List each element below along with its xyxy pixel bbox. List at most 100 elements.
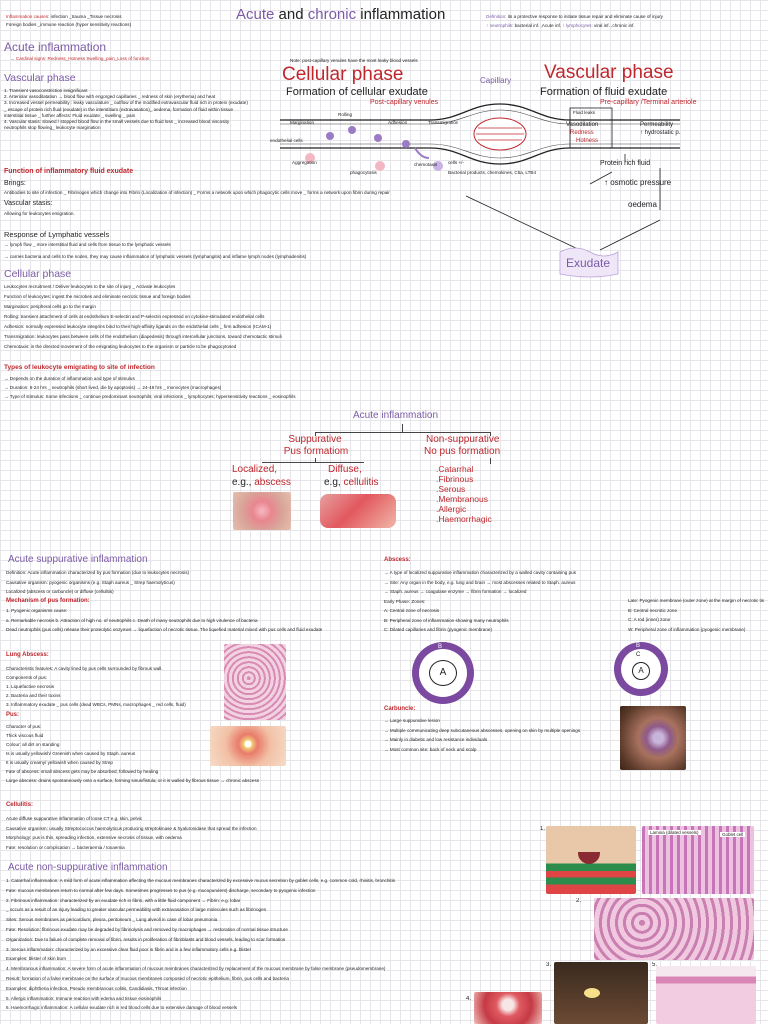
abscess-line: → Staph. aureus → coagulase enzyme → fib… xyxy=(384,589,527,594)
cellular-lines: Leukocytes recruitment / Deliver leukocy… xyxy=(4,282,704,352)
pus-mechanism-heading: Mechanism of pus formation: xyxy=(6,597,90,604)
lung-abscess-heading: Lung Abscess: xyxy=(6,652,49,658)
redness-label: Redness xyxy=(570,130,594,136)
arteriole-box xyxy=(569,107,613,149)
nonsup-line: 1. Catarrhal inflammation: A mild form o… xyxy=(6,878,396,883)
figure-label-1: 1. xyxy=(540,826,546,832)
nonsup-line: Fate: Resolution: fibrinous exudate may … xyxy=(6,926,288,932)
chemotaxis-label: chemotaxis xyxy=(414,162,438,167)
tree-connector xyxy=(490,432,491,436)
tissue-cell xyxy=(433,161,443,171)
step-transmigration: Transmigration xyxy=(428,120,459,125)
vascular-lines: 1. Transient vasoconstriction insignific… xyxy=(4,88,280,131)
non-suppurative-node: Non-suppurative xyxy=(426,434,500,445)
osmotic-label: ↑ osmotic pressure xyxy=(604,178,672,187)
tissue-cell xyxy=(375,161,385,171)
tree-connector xyxy=(315,458,316,462)
leukocyte-cell xyxy=(326,132,334,140)
suppurative-line: Causative organism: pyogenic organisms (… xyxy=(6,579,175,585)
vessel-inner-wall xyxy=(280,143,680,159)
abscess-zone-diagram-early: B A xyxy=(412,642,474,704)
neutrophils-label: ↑ neutrophils: xyxy=(486,23,514,28)
carbuncle-photo xyxy=(620,706,686,770)
tree-root: Acute inflammation xyxy=(353,410,438,421)
cellular-phase-title: Cellular phase xyxy=(282,64,404,85)
fluid-line: Allowing for leukocytes emigration. xyxy=(4,211,75,216)
vascular-line: 1. Transient vasoconstriction insignific… xyxy=(4,88,88,93)
suppurative-line: 1. Pyogenic organisms cause: xyxy=(6,608,68,613)
suppurative-line: Definition: Acute inflammation character… xyxy=(6,570,190,575)
cellular-line: Leukocytes recruitment / Deliver leukocy… xyxy=(4,284,176,289)
causes-line-2: Foreign bodies _immune reaction (hyper s… xyxy=(6,22,132,27)
tree-root-text: Acute inflammation xyxy=(353,410,439,421)
pus-line: Character of pus: xyxy=(6,724,42,729)
hydrostatic-label: ↑ hydrostatic p. xyxy=(640,130,681,136)
lymphatic-heading: Response of Lymphatic vessels xyxy=(4,230,109,239)
vascular-stasis-label: Vascular stasis: xyxy=(4,200,53,207)
fibrinous-histology xyxy=(594,898,754,960)
abscess-term: abscess xyxy=(254,477,291,488)
lung-line: Components of pus: xyxy=(6,675,48,680)
cellulitis-line: Morphology: pus is thin, spreading infec… xyxy=(6,835,182,840)
zone-label-b: B xyxy=(438,644,443,650)
suppurative-line: a. Remarkable necrosis b. Attraction of … xyxy=(6,617,258,623)
nonsup-lines: 1. Catarrhal inflammation: A mild form o… xyxy=(6,876,538,1013)
non-suppurative-list: .Catarrhal .Fibrinous .Serous .Membranou… xyxy=(436,464,492,524)
nonsup-type: .Fibrinous xyxy=(436,474,474,484)
transmigrating-cell xyxy=(414,147,430,159)
tree-connector xyxy=(490,458,491,464)
definition-text: its a protective response to initiate ti… xyxy=(506,14,663,19)
nonsup-line: 2. Fibrinous inflammation: characterized… xyxy=(6,897,241,903)
nonsup-type: .Catarrhal xyxy=(436,464,474,474)
tree-connector xyxy=(402,424,403,432)
nonsup-line: _ occurs as a result of an injury leadin… xyxy=(6,907,267,913)
blister-shape xyxy=(584,988,600,998)
carbuncle-line: → Most common site: back of neck and sca… xyxy=(384,746,477,752)
abscess-line: → A type of localized suppurative inflam… xyxy=(384,570,577,575)
aggregation-label: Aggregation xyxy=(292,160,317,165)
tissue-cell xyxy=(305,153,315,163)
types-lines: → Depends on the duration of inflammatio… xyxy=(4,374,564,401)
carbuncle-line: → Mainly in diabetic and low resistance … xyxy=(384,737,488,742)
capillary-label: Capillary xyxy=(480,76,512,85)
carbuncle-heading: Carbuncle: xyxy=(384,706,416,712)
cellulitis-photo xyxy=(320,494,396,528)
suppurative-node: Suppurative xyxy=(288,434,342,445)
abscess-lines: → A type of localized suppurative inflam… xyxy=(384,568,624,635)
lung-line: 2. Bacteria and their toxins xyxy=(6,693,61,698)
page-title: Acute and chronic inflammation xyxy=(236,6,445,23)
pus-line: It is usually creamy/ yellowish when cau… xyxy=(6,760,113,765)
tree-connector xyxy=(315,432,490,433)
abscess-late-line: B: Central necrotic zone xyxy=(628,607,678,613)
oedema-label: oedema xyxy=(628,200,657,209)
lymphocytes-label: ↑ lymphocytes: xyxy=(562,23,593,28)
nonsup-type: .Membranous xyxy=(436,494,488,504)
phagocytosis-label: phagocytosis xyxy=(350,170,377,175)
catarrhal-histology: Lamina (dilated vessels) Goblet cell xyxy=(642,826,754,894)
pus-photo xyxy=(210,726,286,766)
permeability-label: Permeability xyxy=(640,122,674,128)
histology-label: Goblet cell xyxy=(720,832,746,837)
zone-label-a: A xyxy=(429,660,457,686)
step-adhesion: Adhesion xyxy=(388,120,408,125)
vascular-phase-heading: Vascular phase xyxy=(4,72,76,84)
cellular-line: Adhesion: normally expressed leukocyte i… xyxy=(4,324,272,329)
title-and: and xyxy=(274,6,308,23)
nonsup-line: 5. Allergic inflammation: Immune reactio… xyxy=(6,995,162,1001)
vascular-line: interstitial tissue _ further affects: F… xyxy=(4,112,136,118)
abscess-line: → Site: Any organ in the body, e.g. lung… xyxy=(384,579,576,585)
catarrhal-photo xyxy=(546,826,636,894)
mouth-shape xyxy=(578,852,600,864)
cellular-line: Transmigration: leukocytes pass between … xyxy=(4,334,282,339)
leukocyte-cell xyxy=(402,140,410,148)
tree-connector xyxy=(315,432,316,436)
lung-abscess-histology xyxy=(224,644,286,720)
pus-line: Is is usually yellowish/ Greenish when c… xyxy=(6,751,136,756)
nonsup-line: Organization: Due to failure of complete… xyxy=(6,936,286,942)
suppurative-heading: Acute suppurative inflammation xyxy=(8,554,148,565)
vessel-lower-wall xyxy=(280,147,680,165)
suppurative-line: Dead neutrophils (pus cells) release the… xyxy=(6,627,323,632)
vascular-phase-title: Vascular phase xyxy=(544,62,674,83)
zone-label-a: A xyxy=(632,662,650,680)
to-exudate-arrow xyxy=(599,219,661,251)
